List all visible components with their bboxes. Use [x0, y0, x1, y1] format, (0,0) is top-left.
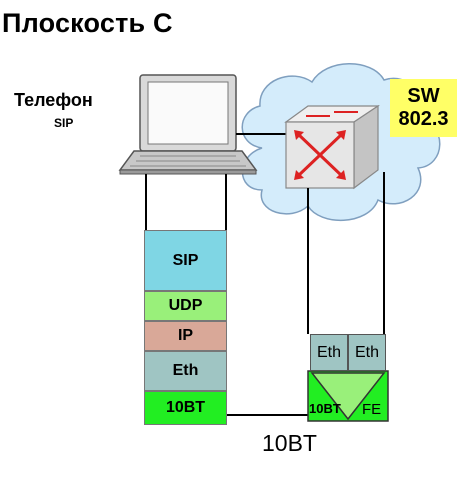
switch-phy-right-label: FE — [362, 401, 382, 418]
switch-phy-left-label: 10BT — [309, 401, 341, 416]
stack-layer-phy: 10BT — [144, 391, 227, 425]
switch-eth-right: Eth — [348, 334, 386, 371]
stack-layer-udp-label: UDP — [168, 297, 203, 314]
switch-phy-box — [307, 370, 389, 422]
stack-layer-sip-label: SIP — [172, 251, 199, 269]
stack-layer-eth: Eth — [144, 351, 227, 391]
phone-label: Телефон — [14, 90, 93, 110]
stack-layer-ip: IP — [144, 321, 227, 351]
switch-label-line2: 802.3 — [398, 108, 449, 130]
switch-eth-left: Eth — [310, 334, 348, 371]
laptop-icon — [118, 74, 258, 175]
switch-label-line1: SW — [407, 85, 440, 107]
switch-label-box: SW 802.3 — [390, 79, 457, 137]
link-label: 10BT — [262, 430, 317, 456]
stack-layer-udp: UDP — [144, 291, 227, 321]
stack-layer-phy-label: 10BT — [165, 399, 206, 416]
phone-sublabel: SIP — [54, 116, 74, 130]
stack-layer-eth-label: Eth — [172, 362, 199, 379]
stack-layer-sip: SIP — [144, 230, 227, 291]
switch-eth-right-label: Eth — [354, 343, 379, 361]
stack-layer-ip-label: IP — [177, 327, 194, 344]
switch-eth-left-label: Eth — [316, 343, 341, 361]
page-title: Плоскость С — [2, 8, 173, 38]
switch-icon — [284, 104, 380, 190]
